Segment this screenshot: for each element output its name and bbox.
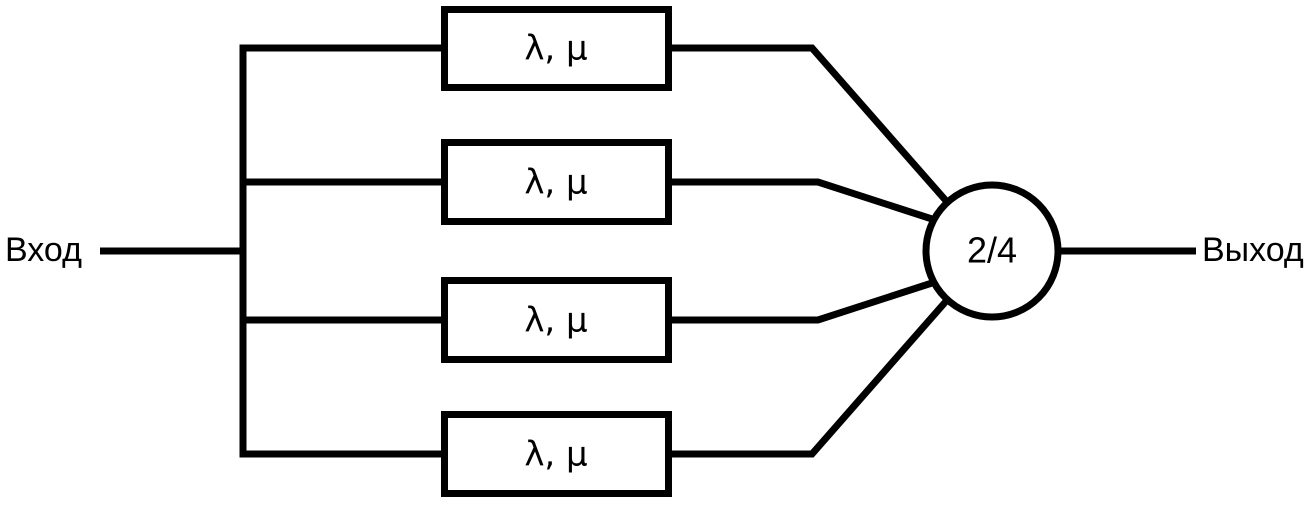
output-label: Выход xyxy=(1202,231,1304,269)
converge-wire-block-2 xyxy=(672,178,934,223)
converge-wire-block-3 xyxy=(672,279,934,324)
voter-node[interactable]: 2/4 xyxy=(922,181,1062,321)
element-block-3-rect xyxy=(441,277,672,363)
input-label: Вход xyxy=(5,231,82,269)
element-block-4-rect xyxy=(441,411,672,497)
element-block-2-label: λ, μ xyxy=(524,163,587,203)
element-block-4[interactable]: λ, μ xyxy=(441,411,672,497)
element-block-3[interactable]: λ, μ xyxy=(441,277,672,363)
voter-node-label: 2/4 xyxy=(967,230,1017,271)
converge-wire-block-4 xyxy=(672,296,951,458)
element-block-1[interactable]: λ, μ xyxy=(441,6,672,91)
element-block-2-rect xyxy=(441,139,672,225)
element-block-4-label: λ, μ xyxy=(524,435,587,475)
element-block-1-rect xyxy=(441,6,672,91)
element-block-2[interactable]: λ, μ xyxy=(441,139,672,225)
element-block-1-label: λ, μ xyxy=(524,29,587,69)
element-block-3-label: λ, μ xyxy=(524,301,587,341)
converge-wire-block-1 xyxy=(672,44,951,206)
